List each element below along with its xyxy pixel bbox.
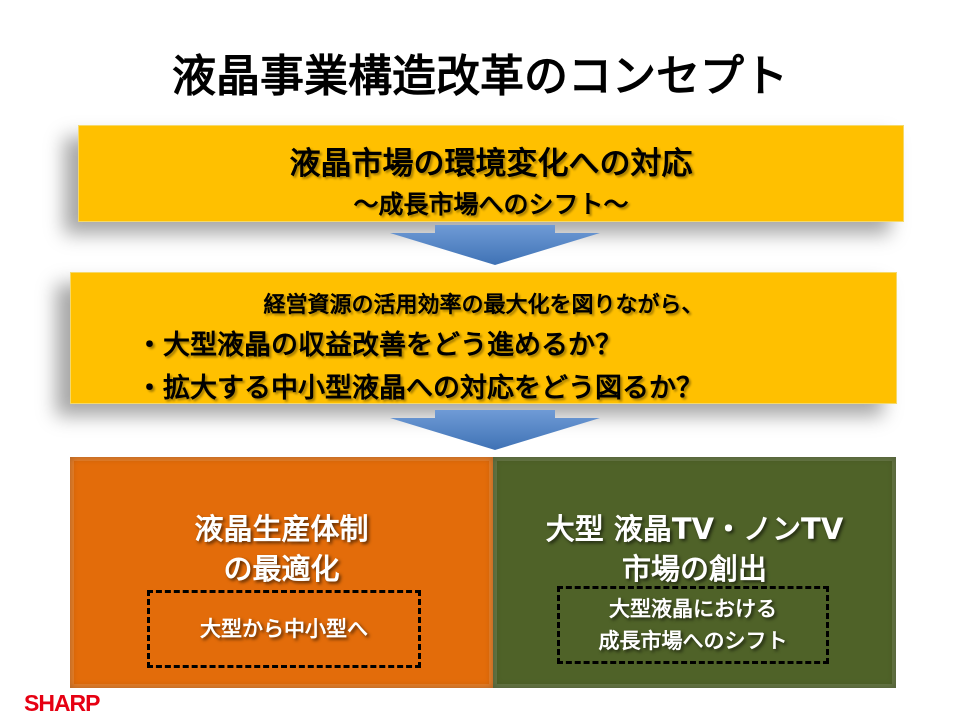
question-item: ・拡大する中小型液晶への対応をどう図るか？ [136, 373, 703, 404]
questions-box: 経営資源の活用効率の最大化を図りながら、 ・大型液晶の収益改善をどう進めるか？ … [70, 272, 897, 404]
production-optimization-panel: 液晶生産体制 の最適化 大型から中小型へ [70, 457, 493, 688]
panel-title: 液晶生産体制 [194, 512, 369, 546]
slide-title: 液晶事業構造改革のコンセプト [172, 51, 788, 102]
panel-note: 大型液晶における [609, 597, 777, 621]
dashed-note-box: 大型から中小型へ [147, 590, 421, 668]
panel-title: 大型 液晶TV・ノンTV [545, 512, 844, 546]
question-item: ・大型液晶の収益改善をどう進めるか？ [136, 330, 622, 361]
panel-note: 成長市場へのシフト [598, 629, 788, 653]
down-arrow-icon [390, 410, 600, 450]
market-change-subheading: ～成長市場へのシフト～ [353, 190, 629, 219]
dashed-note-box: 大型液晶における 成長市場へのシフト [557, 586, 829, 664]
sharp-logo: SHARP [24, 690, 101, 716]
market-creation-panel: 大型 液晶TV・ノンTV 市場の創出 大型液晶における 成長市場へのシフト [493, 457, 896, 688]
questions-intro: 経営資源の活用効率の最大化を図りながら、 [263, 293, 704, 318]
market-change-box: 液晶市場の環境変化への対応 ～成長市場へのシフト～ [78, 125, 904, 222]
market-change-heading: 液晶市場の環境変化への対応 [289, 146, 693, 182]
panel-title: 市場の創出 [621, 552, 767, 586]
panel-title: の最適化 [223, 552, 340, 586]
down-arrow-icon [390, 225, 600, 265]
panel-note: 大型から中小型へ [200, 617, 368, 641]
